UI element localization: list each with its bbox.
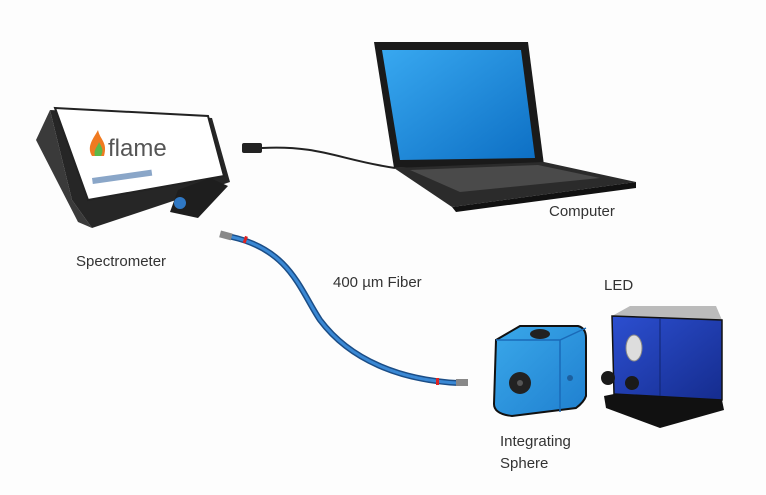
led-light-source: [601, 306, 724, 428]
flame-logo-icon: flame: [89, 130, 167, 162]
spectrometer-device: flame: [36, 106, 230, 228]
label-computer: Computer: [549, 203, 615, 220]
label-fiber: 400 µm Fiber: [333, 274, 422, 291]
integrating-sphere: [492, 325, 587, 418]
label-sphere-line1: Integrating: [500, 433, 571, 450]
laptop-computer: [374, 42, 636, 212]
usb-cable: [261, 146, 396, 169]
label-led: LED: [604, 277, 634, 294]
label-spectrometer: Spectrometer: [76, 253, 167, 270]
svg-text:flame: flame: [108, 135, 167, 162]
optical-fiber: [219, 230, 468, 386]
label-sphere-line2: Sphere: [500, 455, 549, 472]
usb-plug-icon: [242, 143, 262, 153]
